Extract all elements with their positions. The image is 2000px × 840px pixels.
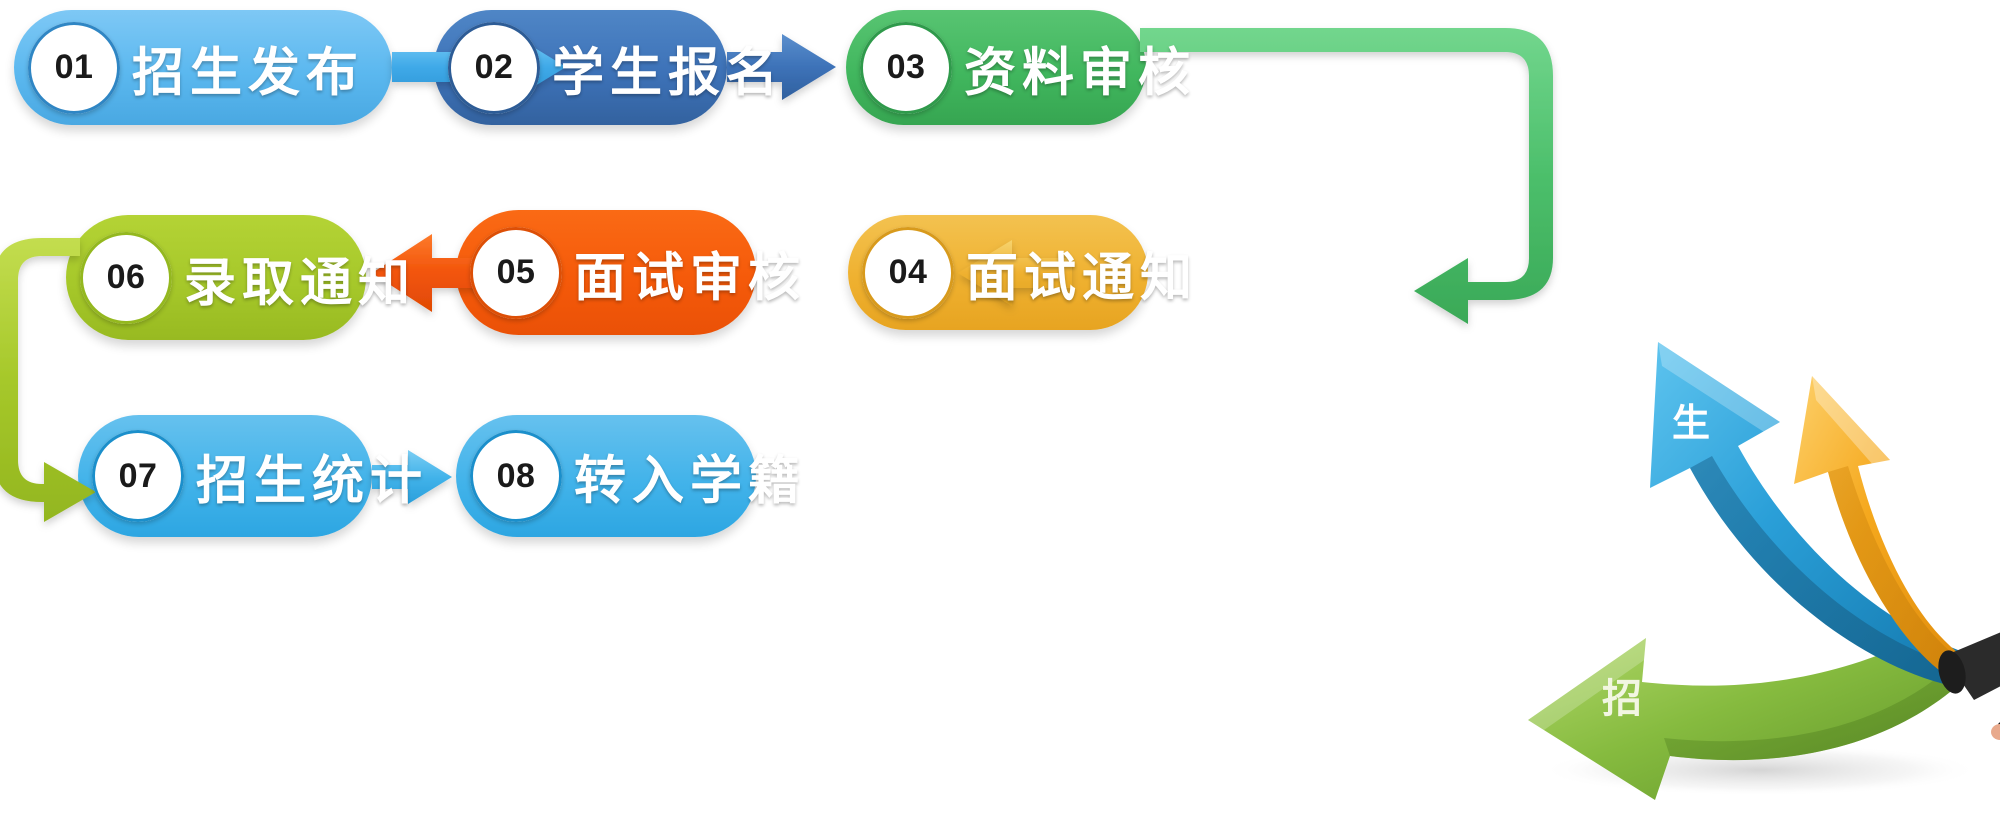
flow-node-01[interactable]: 01 招生发布 [14, 10, 392, 125]
flow-node-06[interactable]: 06 录取通知 [66, 215, 410, 340]
flow-node-05-number: 05 [470, 226, 562, 319]
flow-node-04-number: 04 [862, 226, 954, 319]
green-arrow-glyph: 招 [1602, 677, 1642, 721]
flow-node-05-label: 面试审核 [574, 249, 807, 307]
flow-node-03-number: 03 [860, 21, 952, 114]
flow-node-03-label: 资料审核 [964, 44, 1197, 102]
flow-node-01-number: 01 [28, 21, 120, 114]
orange-arrow [1794, 376, 1964, 678]
flow-node-04-label: 面试通知 [966, 249, 1199, 307]
green-arrow: 招 [1528, 636, 1950, 800]
flow-node-02-number: 02 [448, 21, 540, 114]
flow-node-07-label: 招生统计 [196, 452, 429, 511]
flow-node-04[interactable]: 04 面试通知 [848, 215, 1192, 330]
flow-node-05[interactable]: 05 面试审核 [456, 210, 800, 335]
flow-node-08-number: 08 [470, 430, 562, 522]
flow-node-01-label: 招生发布 [132, 44, 365, 102]
recruitment-illustration: 招 生 [1528, 342, 2000, 800]
flow-node-02[interactable]: 02 学生报名 [434, 10, 778, 125]
megaphone-icon [1938, 632, 2000, 700]
flow-node-07[interactable]: 07 招生统计 [78, 415, 422, 537]
flow-node-08-label: 转入学籍 [574, 452, 807, 511]
flow-node-08[interactable]: 08 转入学籍 [456, 415, 800, 537]
flow-node-07-number: 07 [92, 430, 184, 522]
flow-node-06-number: 06 [80, 231, 172, 324]
flow-node-03[interactable]: 03 资料审核 [846, 10, 1190, 125]
connector-03-to-04 [1140, 28, 1553, 324]
blue-arrow-glyph: 生 [1672, 403, 1710, 445]
flow-node-06-label: 录取通知 [184, 254, 417, 312]
flow-node-02-label: 学生报名 [552, 44, 785, 102]
